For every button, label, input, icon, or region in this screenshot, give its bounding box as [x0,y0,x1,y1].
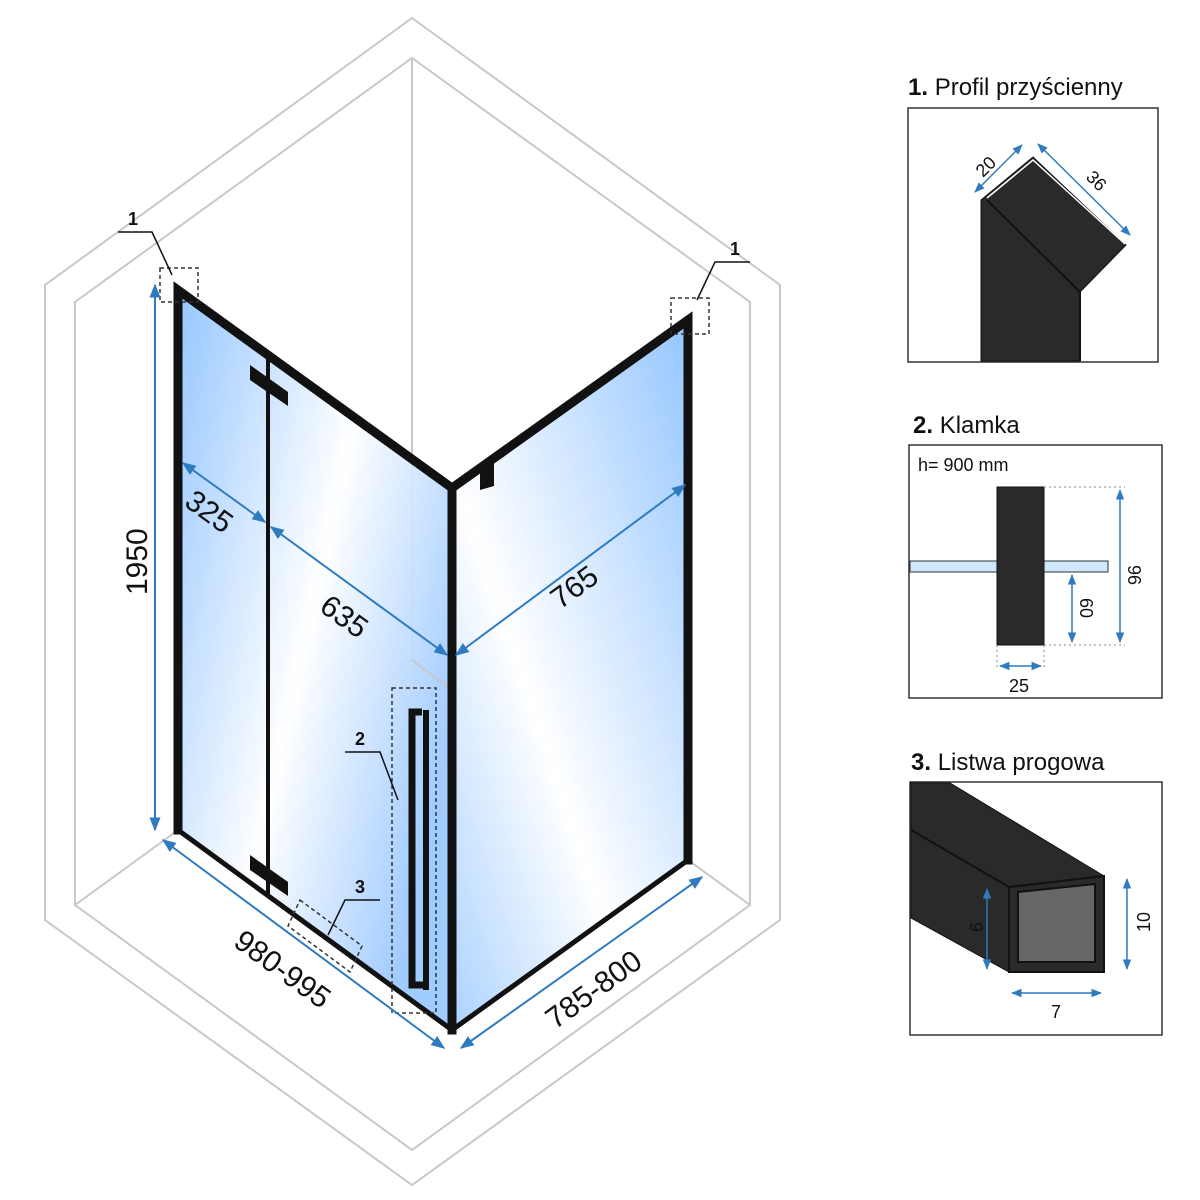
dim-front-range: 980-995 [228,924,336,1015]
room-corner-line [411,659,453,691]
detail-3-number: 3. [911,749,931,776]
detail-3-dim-inner: 9 [966,922,986,932]
detail-2-number: 2. [913,412,933,439]
detail-handle: 2. Klamka h= 900 mm 96 60 25 [908,412,1163,699]
detail-3-dim-width: 7 [1051,1002,1061,1022]
detail-2-dim-offset: 60 [1076,598,1096,618]
glass-side-panel [452,320,688,1030]
svg-text:1. Profil przyścienny: 1. Profil przyścienny [908,74,1123,101]
detail-threshold: 3. Listwa progowa 9 10 7 [909,749,1163,1036]
svg-text:3. Listwa progowa: 3. Listwa progowa [911,749,1105,776]
detail-2-dim-width: 25 [1009,676,1029,696]
detail-1-title: Profil przyścienny [935,74,1123,101]
callout-label-1-left: 1 [128,209,138,229]
callout-label-1-right: 1 [730,239,740,259]
detail-2-dim-height: 96 [1124,565,1144,585]
dimension-lines [149,283,704,1049]
dim-height: 1950 [121,528,154,595]
detail-1-number: 1. [908,74,928,101]
detail-3-title: Listwa progowa [938,749,1105,776]
detail-2-note: h= 900 mm [918,455,1009,475]
detail-wall-profile: 1. Profil przyścienny 20 36 [907,74,1159,363]
callout-label-3: 3 [355,877,365,897]
detail-2-title: Klamka [940,412,1021,439]
svg-text:2. Klamka: 2. Klamka [913,412,1020,439]
detail-3-dim-outer: 10 [1134,912,1154,932]
callout-label-2: 2 [355,729,365,749]
